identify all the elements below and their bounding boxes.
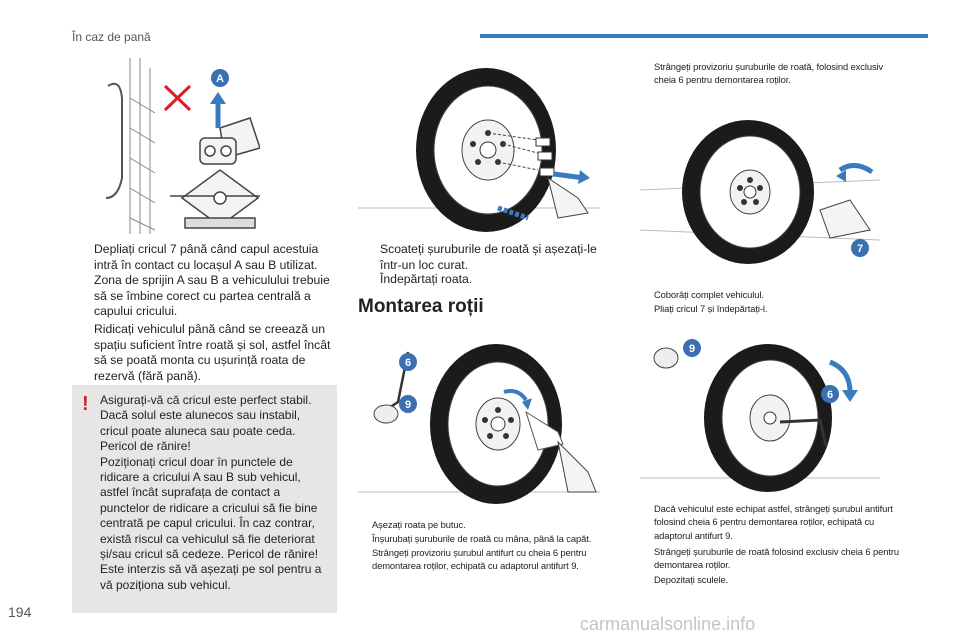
- figure-label-6b: 6: [827, 389, 833, 401]
- step-text: Depozitați sculele.: [654, 574, 729, 585]
- section-title: Montarea roții: [358, 296, 484, 317]
- figure-label-a: A: [216, 73, 224, 85]
- step-text: Ridicați vehiculul până când se creează …: [94, 322, 331, 383]
- step-text: Înșurubați șuruburile de roată cu mâna, …: [372, 533, 592, 544]
- antitheft-bolt-illustration: 9 6: [640, 336, 880, 496]
- step-text: Coborâți complet vehiculul.: [654, 289, 764, 300]
- warning-text: Asigurați-vă că cricul este perfect stab…: [100, 393, 322, 592]
- header-accent-bar: [480, 34, 928, 38]
- warning-icon: !: [82, 393, 89, 415]
- step-text: Strângeți șuruburile de roată folosind e…: [654, 546, 899, 571]
- step-tighten-provisional: Strângeți provizoriu șuruburile de roată…: [640, 60, 890, 87]
- step-text: Pliați cricul 7 și îndepărtați-l.: [654, 303, 768, 314]
- jack-illustration: A: [100, 58, 260, 234]
- wheel-bolts-illustration: [358, 58, 600, 238]
- step-text: Scoateți șuruburile de roată și așezați-…: [380, 242, 597, 272]
- step-store-tools: Depozitați sculele.: [640, 573, 902, 586]
- step-text: Așezați roata pe butuc.: [372, 519, 466, 530]
- step-tighten-antitheft: Strângeți provizoriu șurubul antifurt cu…: [358, 546, 620, 573]
- step-text: Depliați cricul 7 până când capul acestu…: [94, 242, 330, 319]
- step-screw-bolts: Înșurubați șuruburile de roată cu mâna, …: [358, 532, 620, 545]
- step-text: Strângeți provizoriu șuruburile de roată…: [654, 61, 884, 86]
- figure-label-9: 9: [405, 399, 411, 411]
- lower-car-illustration: 7: [640, 120, 880, 270]
- page-number: 194: [8, 604, 32, 620]
- header-title: În caz de pană: [72, 30, 151, 44]
- step-place-wheel: Așezați roata pe butuc.: [358, 518, 620, 531]
- step-raise-vehicle: Ridicați vehiculul până când se creează …: [72, 322, 337, 384]
- step-tighten-final: Strângeți șuruburile de roată folosind e…: [640, 545, 902, 572]
- step-antitheft-final: Dacă vehiculul este echipat astfel, strâ…: [640, 502, 902, 542]
- step-text: Dacă vehiculul este echipat astfel, strâ…: [654, 503, 893, 541]
- fit-wheel-illustration: 6 9: [358, 332, 600, 514]
- warning-box: ! Asigurați-vă că cricul este perfect st…: [72, 385, 337, 613]
- figure-label-9b: 9: [689, 343, 695, 355]
- step-lower-vehicle: Coborâți complet vehiculul.: [640, 288, 890, 301]
- figure-label-6: 6: [405, 357, 411, 369]
- step-remove-bolts: Scoateți șuruburile de roată și așezați-…: [358, 242, 608, 273]
- step-text: Strângeți provizoriu șurubul antifurt cu…: [372, 547, 587, 572]
- watermark: carmanualsonline.info: [580, 614, 756, 634]
- step-remove-wheel: Îndepărtați roata.: [358, 272, 608, 288]
- step-unfold-jack: Depliați cricul 7 până când capul acestu…: [72, 242, 337, 320]
- step-text: Îndepărtați roata.: [380, 272, 473, 286]
- step-fold-jack: Pliați cricul 7 și îndepărtați-l.: [640, 302, 890, 315]
- figure-label-7: 7: [857, 243, 863, 255]
